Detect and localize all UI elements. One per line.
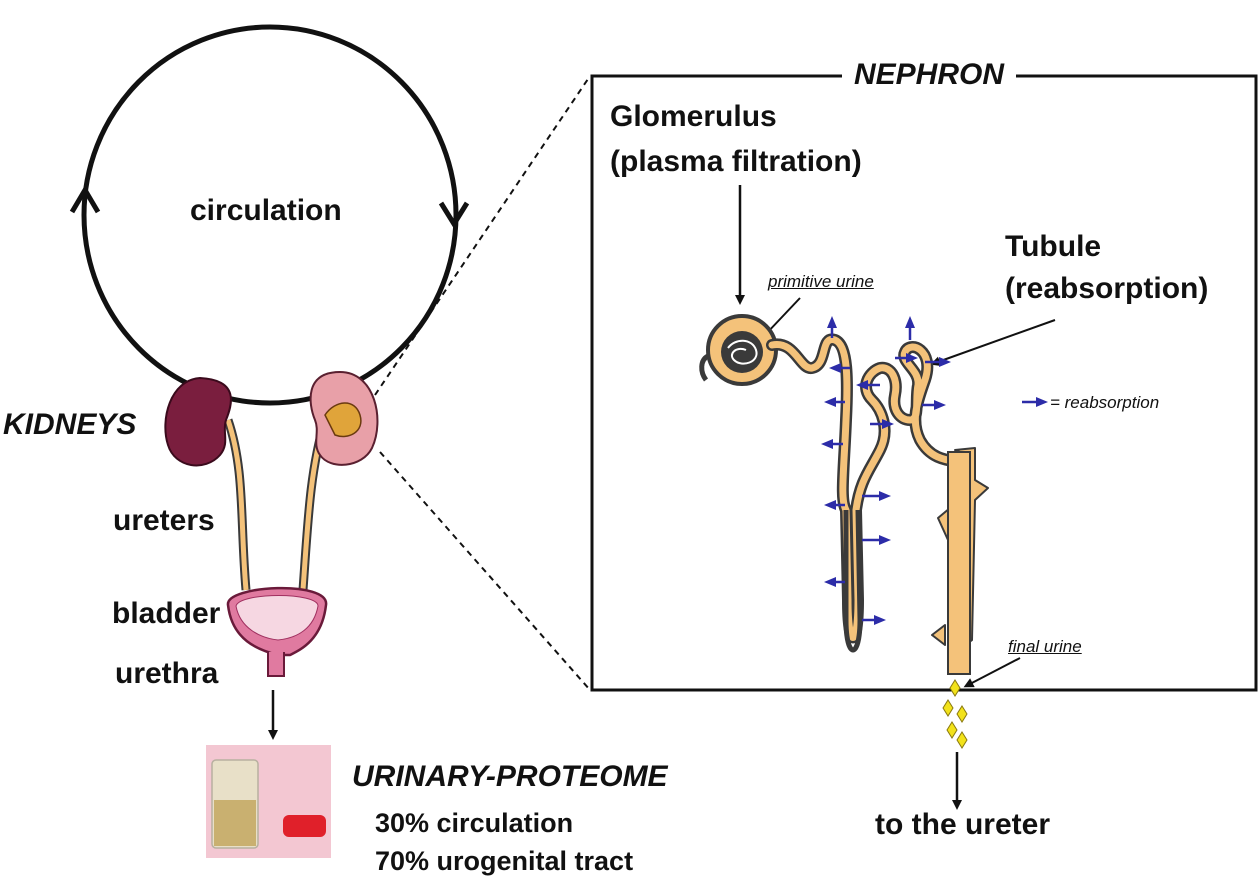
nephron-title: NEPHRON bbox=[842, 58, 1017, 92]
container-cap-icon bbox=[283, 815, 326, 837]
ureters-label: ureters bbox=[113, 504, 215, 537]
primitive-urine-label: primitive urine bbox=[768, 272, 874, 291]
urethra-icon bbox=[267, 652, 285, 677]
tubule-sublabel: (reabsorption) bbox=[1005, 272, 1209, 305]
zoom-line-bottom bbox=[379, 451, 591, 691]
circulation-arrow-down-icon bbox=[438, 201, 470, 229]
glomerulus-label: Glomerulus bbox=[610, 100, 777, 133]
reabsorption-arrows bbox=[821, 316, 1048, 625]
circulation-loop bbox=[81, 24, 459, 406]
bladder-label: bladder bbox=[112, 597, 221, 630]
circulation-arrow-up-icon bbox=[69, 185, 101, 214]
left-kidney-icon bbox=[164, 376, 232, 467]
zoom-line-top bbox=[374, 75, 591, 396]
final-urine-label: final urine bbox=[1008, 637, 1082, 656]
glomerulus-capillaries bbox=[721, 331, 763, 373]
urethra-label: urethra bbox=[115, 657, 219, 690]
afferent-vessel bbox=[699, 353, 710, 382]
loop-of-henle bbox=[843, 509, 863, 653]
glomerulus-tuft bbox=[727, 339, 758, 365]
to-ureter-label: to the ureter bbox=[875, 808, 1051, 841]
glomerulus-sublabel: (plasma filtration) bbox=[610, 145, 862, 178]
right-kidney-pelvis bbox=[324, 402, 362, 438]
proteome-line-2: 70% urogenital tract bbox=[375, 846, 634, 876]
bladder-interior bbox=[235, 595, 319, 641]
urine-drops bbox=[942, 679, 968, 749]
kidneys-label: KIDNEYS bbox=[3, 408, 137, 441]
urine-fluid bbox=[214, 800, 256, 846]
proteome-title: URINARY-PROTEOME bbox=[352, 760, 668, 793]
circulation-label: circulation bbox=[190, 194, 342, 227]
collecting-duct-body bbox=[947, 451, 971, 675]
proteome-line-1: 30% circulation bbox=[375, 808, 574, 838]
final-urine-pointer bbox=[963, 657, 1021, 688]
tubule-pointer-arrow bbox=[930, 319, 1056, 367]
legend-label: = reabsorption bbox=[1050, 393, 1160, 412]
left-ureter-fill bbox=[225, 419, 249, 591]
tubule-label: Tubule bbox=[1005, 230, 1102, 263]
